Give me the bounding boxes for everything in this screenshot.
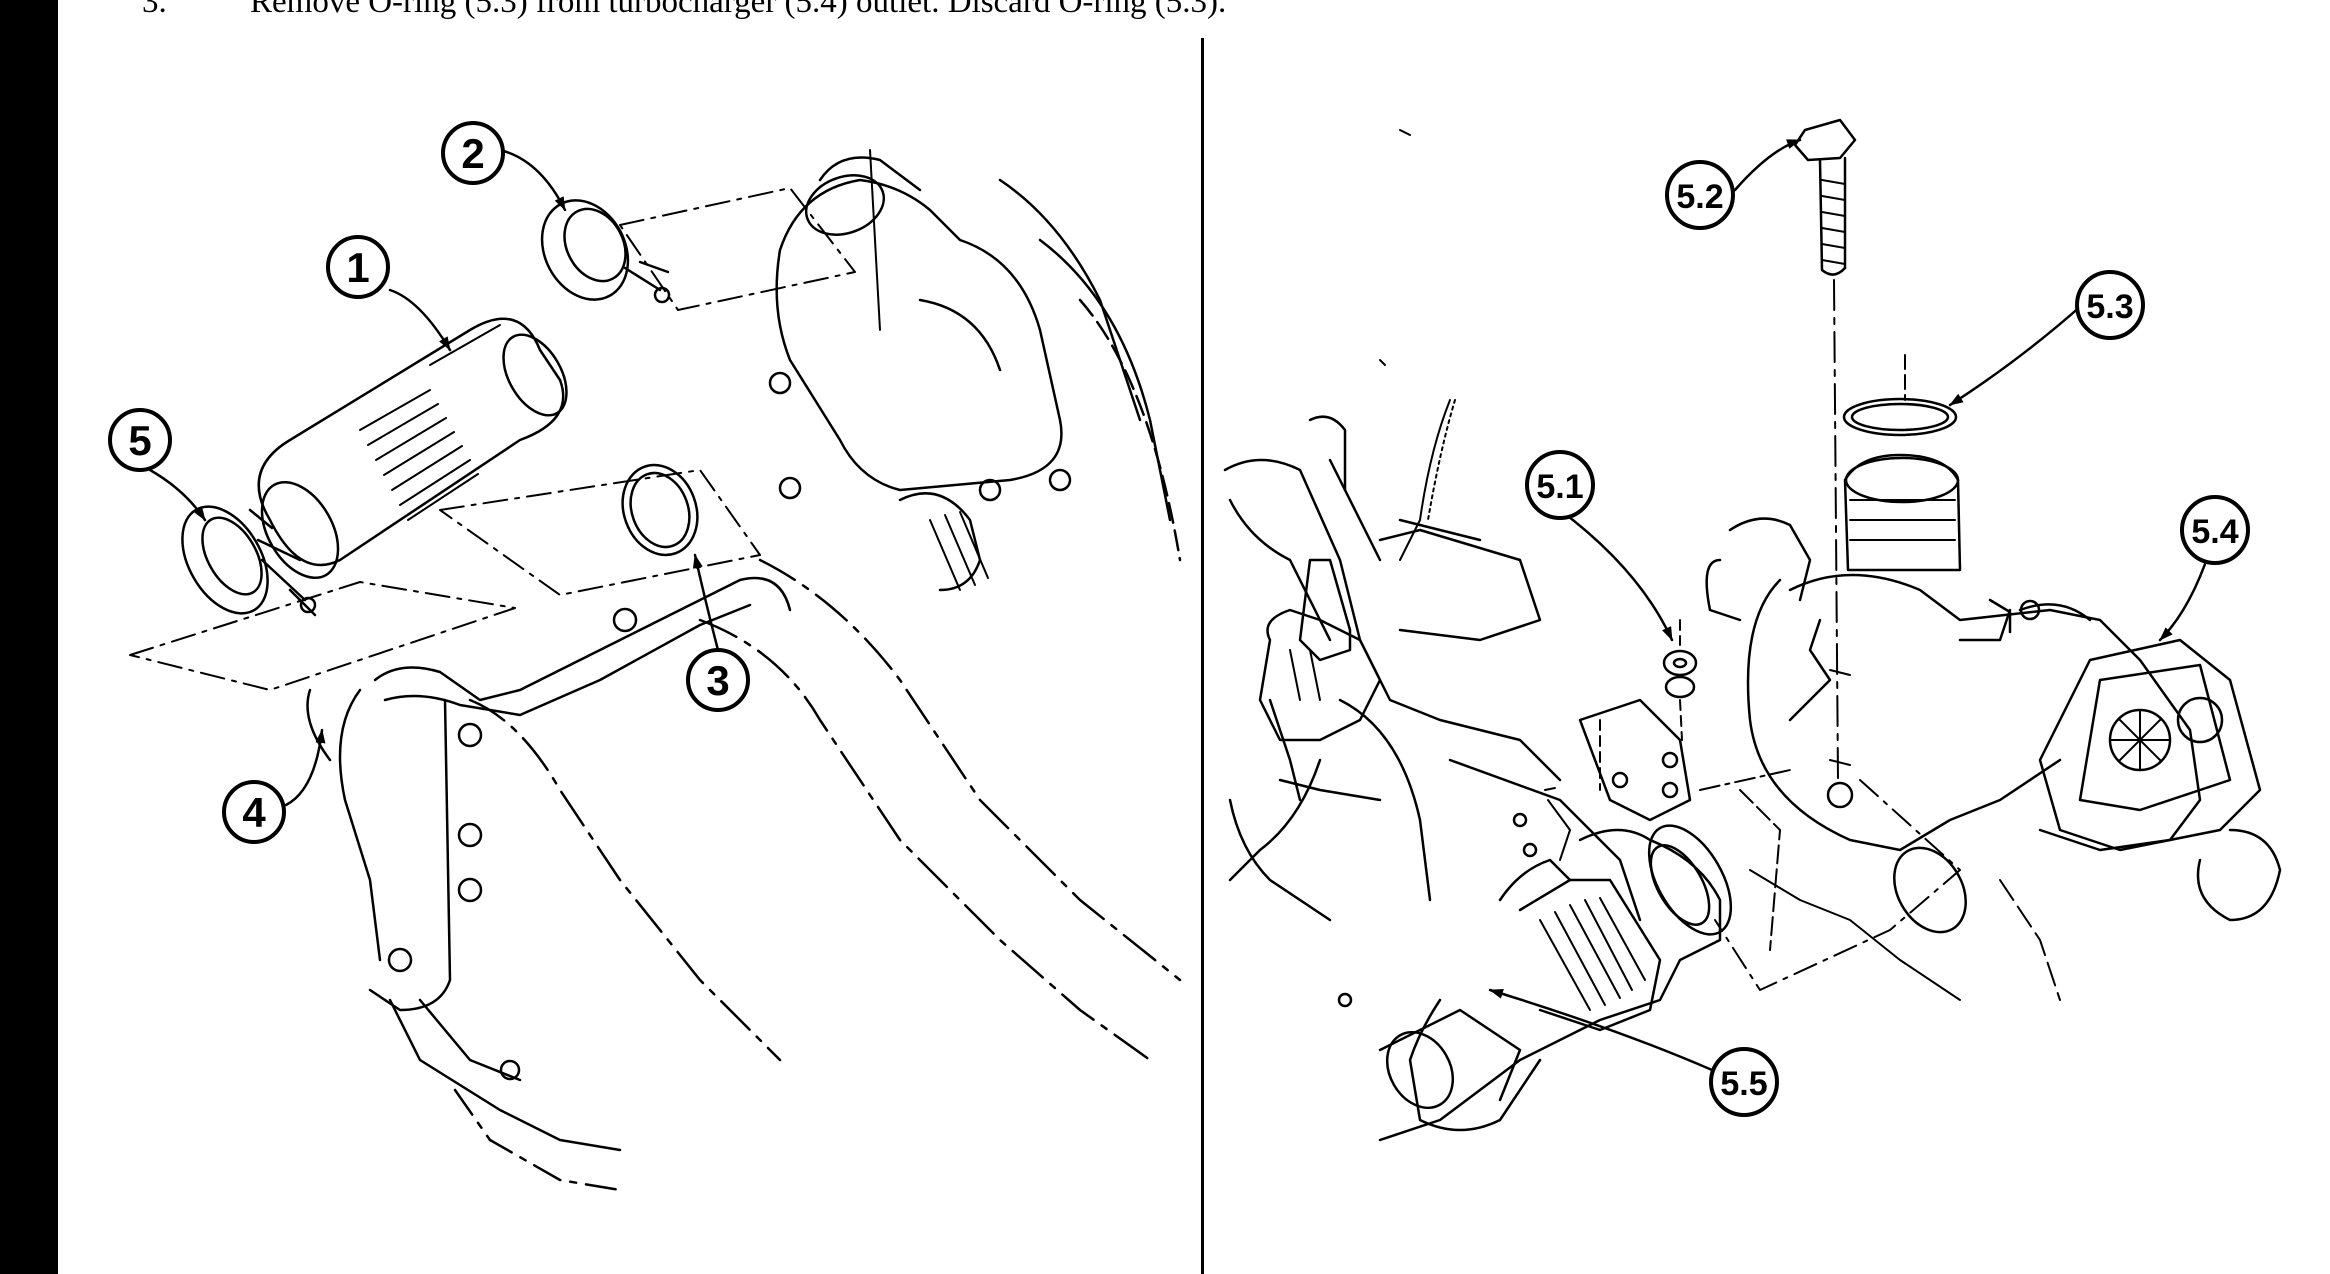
svg-text:5.1: 5.1 (1536, 468, 1583, 506)
svg-text:4: 4 (242, 789, 266, 836)
callout-5-2: 5.2 (1665, 160, 1735, 230)
reference-plane-lower (129, 581, 516, 691)
reference-plane-middle (439, 469, 761, 596)
right-figure (1223, 118, 2282, 1142)
exhaust-pipe-5-5-shape (1378, 787, 1733, 1142)
callout-5: 5 (108, 408, 172, 472)
callout-1: 1 (326, 235, 390, 299)
right-callouts: 5.2 5.3 5.1 5.4 5.5 (1525, 160, 2250, 1117)
svg-text:5.4: 5.4 (2191, 513, 2238, 551)
callout-5-1: 5.1 (1525, 450, 1595, 520)
turbocharger-5-4-shape (1705, 453, 2282, 934)
svg-text:1: 1 (346, 244, 369, 291)
bolt-5-2-shape (1793, 118, 1857, 276)
turbo-elbow-shape (768, 149, 1182, 592)
figure-divider (1201, 38, 1204, 1274)
callout-5-5: 5.5 (1709, 1047, 1779, 1117)
callout-5-4: 5.4 (2180, 495, 2250, 565)
page-edge-bar (0, 0, 58, 1274)
svg-text:5.2: 5.2 (1676, 178, 1723, 216)
o-ring-3-shape (621, 463, 699, 557)
svg-text:5.3: 5.3 (2086, 288, 2133, 326)
svg-text:5: 5 (128, 417, 151, 464)
left-leader-lines (148, 148, 720, 807)
callout-3: 3 (686, 648, 750, 712)
step-number: 3. (142, 0, 167, 20)
flex-pipe-1-shape (257, 317, 568, 580)
svg-text:2: 2 (461, 130, 484, 177)
step-text: Remove O-ring (5.3) from turbocharger (5… (250, 0, 1227, 20)
bolt-axis-line (1833, 279, 1839, 781)
callout-4: 4 (222, 780, 286, 844)
clamp-2-shape (540, 199, 671, 304)
o-ring-5-3-shape (1842, 397, 1958, 437)
exhaust-manifold-shape (306, 558, 1182, 1192)
left-figure (129, 148, 1182, 1192)
flange-reference-plane (1714, 779, 1961, 991)
left-reference-planes (129, 187, 856, 691)
clamp-5-shape (181, 505, 317, 617)
engine-block-shape (1223, 399, 1791, 1008)
callout-2: 2 (441, 121, 505, 185)
svg-text:5.5: 5.5 (1720, 1065, 1767, 1103)
reference-plane-upper (619, 187, 856, 311)
svg-text:3: 3 (706, 657, 729, 704)
callout-5-3: 5.3 (2075, 270, 2145, 340)
left-callouts: 1 2 3 4 5 (108, 121, 750, 844)
washer-nut-5-1-shape (1662, 619, 1698, 741)
